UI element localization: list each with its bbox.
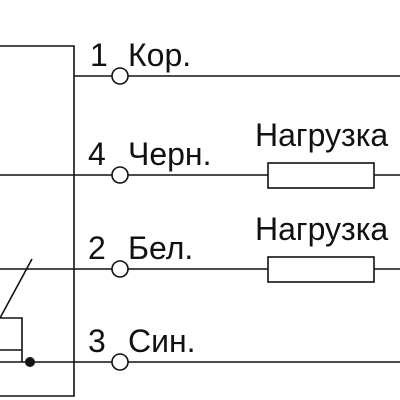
wire-1-color-label: Кор. — [128, 37, 191, 73]
wire-2-color-label: Бел. — [128, 230, 193, 266]
device-housing — [0, 45, 75, 397]
terminal-1 — [111, 67, 129, 85]
switch-contact-blade — [0, 258, 33, 319]
pin-4-number: 4 — [88, 136, 106, 172]
pin-3-number: 3 — [88, 323, 106, 359]
switch-contact-lead — [0, 317, 23, 362]
wire-4-color-label: Черн. — [128, 136, 211, 172]
load-label-1: Нагрузка — [255, 117, 388, 153]
load-resistor-2 — [267, 256, 375, 283]
terminal-4 — [111, 166, 129, 184]
load-label-2: Нагрузка — [255, 211, 388, 247]
junction-dot — [25, 357, 35, 367]
terminal-2 — [111, 260, 129, 278]
load-resistor-1 — [267, 162, 375, 189]
pin-2-number: 2 — [88, 230, 106, 266]
wire-3-color-label: Син. — [128, 323, 196, 359]
terminal-3 — [111, 353, 129, 371]
pin-1-number: 1 — [90, 37, 108, 73]
